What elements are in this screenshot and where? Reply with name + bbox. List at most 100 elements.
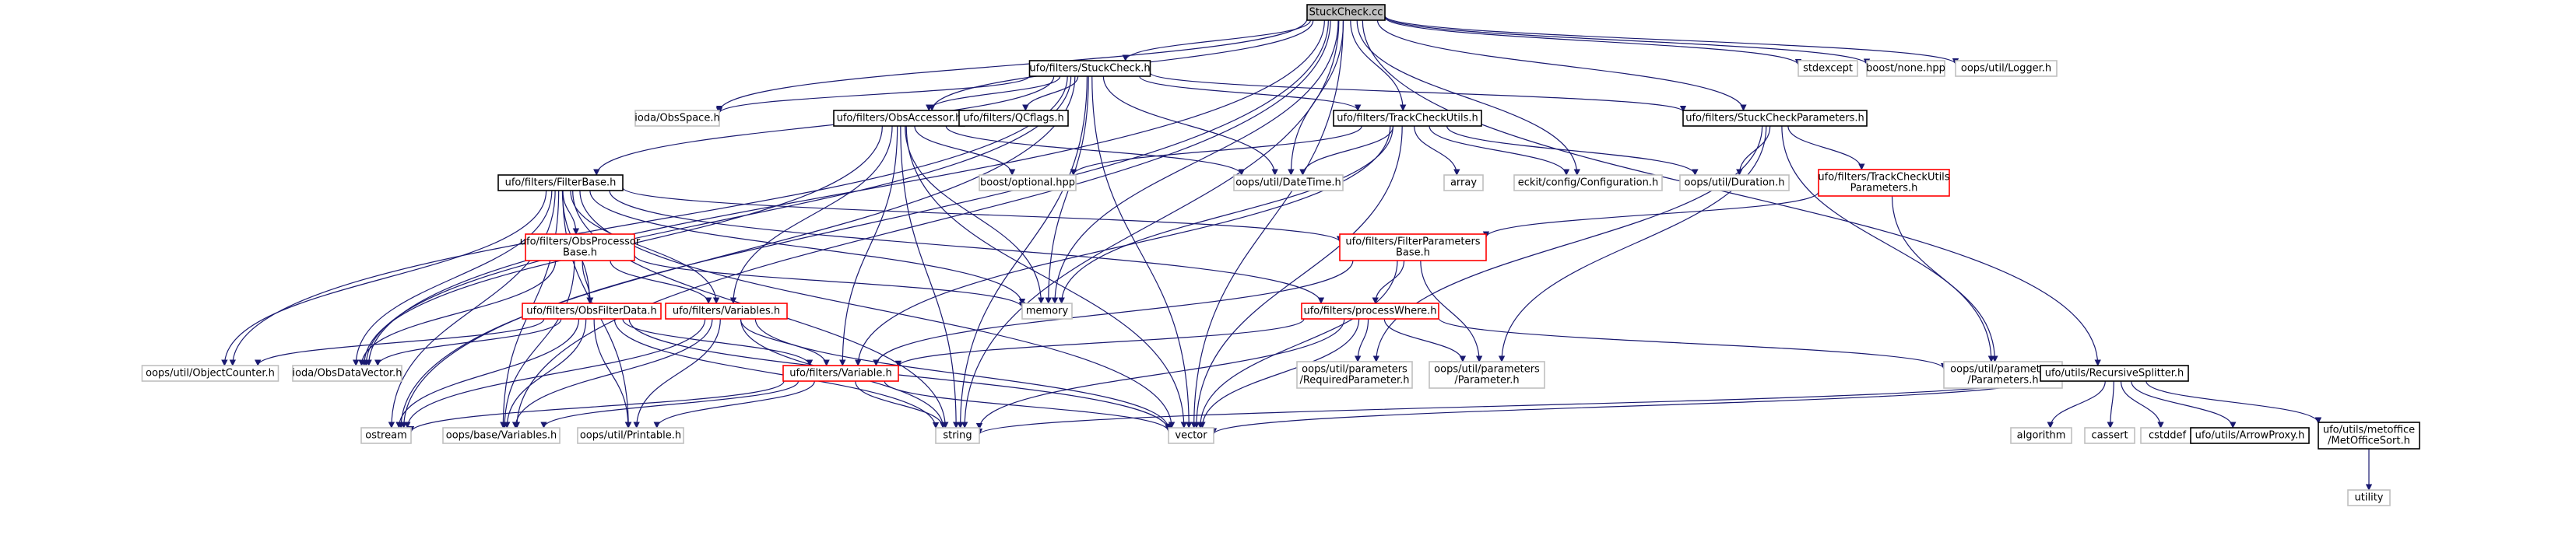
node-root[interactable]: StuckCheck.cc xyxy=(1306,4,1386,21)
edge-recursivesplitter-to-algorithm xyxy=(2047,380,2106,429)
node-trackcheckutils[interactable]: ufo/filters/TrackCheckUtils.h xyxy=(1333,110,1482,127)
edge-obsprocessor-to-obsfilterdata xyxy=(582,260,594,304)
edge-trackcheckutils-to-optional xyxy=(1070,125,1362,176)
node-box-obsprocessor xyxy=(525,233,635,261)
edge-recursivesplitter-to-arrowproxy xyxy=(2131,380,2237,429)
node-obsdatavector: ioda/ObsDataVector.h xyxy=(292,365,402,382)
node-box-array xyxy=(1443,174,1484,191)
edge-root-to-boost_none xyxy=(1384,16,1871,65)
node-oopsvariables: oops/base/Variables.h xyxy=(442,427,561,444)
edge-variables_h-to-vector xyxy=(754,318,1172,431)
node-label-qcflags: ufo/filters/QCflags.h xyxy=(963,113,1063,124)
node-variable_h[interactable]: ufo/filters/Variable.h xyxy=(782,365,899,382)
edge-filterbase-to-processwhere xyxy=(609,190,1325,304)
edge-recursivesplitter-to-vector xyxy=(1211,377,2041,435)
node-metofficesort[interactable]: ufo/utils/metoffice/MetOfficeSort.h xyxy=(2318,422,2420,450)
node-box-obsspace xyxy=(634,110,720,127)
edge-stuckcheckparams-to-duration xyxy=(1736,125,1771,176)
node-label-memory: memory xyxy=(1026,306,1069,317)
node-label-root: StuckCheck.cc xyxy=(1309,7,1383,19)
node-label-parameter: oops/util/parameters xyxy=(1434,364,1540,376)
edge-variables_h-to-variable_h xyxy=(740,318,830,366)
edge-obsaccessor-to-string xyxy=(900,125,960,429)
node-label-parameter: /Parameter.h xyxy=(1454,375,1519,387)
node-stdexcept: stdexcept xyxy=(1798,60,1858,77)
edge-filterbase-to-filterparamsbase xyxy=(622,187,1343,243)
node-box-vector xyxy=(1168,427,1214,444)
edge-processwhere-to-parameters xyxy=(1438,317,1948,370)
edge-variables_h-to-printable xyxy=(633,318,721,429)
node-variables_h[interactable]: ufo/filters/Variables.h xyxy=(665,303,788,320)
node-stuckcheckparams[interactable]: ufo/filters/StuckCheckParameters.h xyxy=(1682,110,1868,127)
node-box-datetime xyxy=(1233,174,1344,191)
edge-variable_h-to-vector xyxy=(884,380,1172,432)
node-label-logger: oops/util/Logger.h xyxy=(1961,63,2051,75)
node-obsfilterdata[interactable]: ufo/filters/ObsFilterData.h xyxy=(522,303,662,320)
node-stuckcheck_h[interactable]: ufo/filters/StuckCheck.h xyxy=(1028,60,1151,77)
node-filterbase[interactable]: ufo/filters/FilterBase.h xyxy=(497,174,624,191)
edge-obsprocessor-to-memory xyxy=(634,254,1026,309)
node-label-stdexcept: stdexcept xyxy=(1803,63,1853,75)
node-label-printable: oops/util/Printable.h xyxy=(580,430,681,442)
edge-stuckcheck_h-to-obsspace xyxy=(715,75,1031,114)
node-label-arrowproxy: ufo/utils/ArrowProxy.h xyxy=(2195,430,2305,442)
edge-stuckcheck_h-to-obsaccessor xyxy=(926,75,1061,111)
node-utility: utility xyxy=(2347,489,2391,506)
node-layer: StuckCheck.cc ufo/filters/StuckCheck.h std… xyxy=(141,4,2420,506)
node-box-filterbase xyxy=(497,174,624,191)
node-label-boost_none: boost/none.hpp xyxy=(1866,63,1945,75)
edge-obsfilterdata-to-ostream xyxy=(395,318,580,429)
node-box-obsfilterdata xyxy=(522,303,662,320)
node-label-filterbase: ufo/filters/FilterBase.h xyxy=(505,177,617,189)
node-box-recursivesplitter xyxy=(2040,365,2189,382)
node-processwhere[interactable]: ufo/filters/processWhere.h xyxy=(1301,303,1439,320)
edge-root-to-ostream xyxy=(400,19,1329,429)
node-label-duration: oops/util/Duration.h xyxy=(1684,177,1784,189)
edge-variable_h-to-ostream xyxy=(407,380,785,433)
node-box-qcflags xyxy=(958,110,1069,127)
edge-processwhere-to-string xyxy=(975,318,1345,430)
node-label-configuration: eckit/config/Configuration.h xyxy=(1518,177,1658,189)
node-label-array: array xyxy=(1450,177,1477,189)
node-string: string xyxy=(935,427,980,444)
node-label-obsprocessor: ufo/filters/ObsProcessor xyxy=(520,236,641,248)
node-box-metofficesort xyxy=(2318,422,2420,450)
edge-variable_h-to-oopsvariables xyxy=(540,380,800,429)
edge-obsfilterdata-to-oopsvariables xyxy=(504,318,587,429)
node-label-recursivesplitter: ufo/utils/RecursiveSplitter.h xyxy=(2045,368,2184,380)
edge-stuckcheck_h-to-stuckcheckparams xyxy=(1149,72,1686,113)
edge-obsaccessor-to-variable_h xyxy=(839,125,898,366)
edge-trackcheckutils-to-vector xyxy=(1193,125,1403,429)
edge-stuckcheck_h-to-datetime xyxy=(1102,75,1278,176)
node-label-trackcheckparams: Parameters.h xyxy=(1850,183,1918,194)
node-box-printable xyxy=(577,427,684,444)
node-label-utility: utility xyxy=(2355,492,2384,504)
node-qcflags[interactable]: ufo/filters/QCflags.h xyxy=(958,110,1069,127)
node-arrowproxy[interactable]: ufo/utils/ArrowProxy.h xyxy=(2190,427,2310,444)
node-recursivesplitter[interactable]: ufo/utils/RecursiveSplitter.h xyxy=(2040,365,2189,382)
edge-obsaccessor-to-vector xyxy=(905,125,1187,429)
node-box-optional xyxy=(979,174,1077,191)
node-box-logger xyxy=(1955,60,2058,77)
node-label-datetime: oops/util/DateTime.h xyxy=(1235,177,1341,189)
node-box-processwhere xyxy=(1301,303,1439,320)
node-box-variables_h xyxy=(665,303,788,320)
edge-stuckcheck_h-to-objectcounter xyxy=(229,75,1068,366)
node-parameters: oops/util/parameters/Parameters.h xyxy=(1943,361,2063,389)
edge-trackcheckutils-to-duration xyxy=(1446,125,1699,176)
edge-root-to-recursivesplitter xyxy=(1362,19,2101,366)
edge-obsfilterdata-to-obsdatavector xyxy=(374,318,562,366)
node-label-optional: boost/optional.hpp xyxy=(980,177,1075,189)
edge-obsprocessor-to-obsdatavector xyxy=(358,260,557,366)
edge-root-to-string xyxy=(961,19,1340,429)
edge-stuckcheck_h-to-ostream xyxy=(397,75,1076,429)
node-label-variable_h: ufo/filters/Variable.h xyxy=(789,368,892,380)
node-obsaccessor[interactable]: ufo/filters/ObsAccessor.h xyxy=(833,110,965,127)
node-cstddef: cstddef xyxy=(2140,427,2195,444)
edge-processwhere-to-vector xyxy=(1199,318,1360,429)
edge-stuckcheckparams-to-trackcheckparams xyxy=(1787,125,1865,170)
node-label-parameters: /Parameters.h xyxy=(1967,375,2038,387)
